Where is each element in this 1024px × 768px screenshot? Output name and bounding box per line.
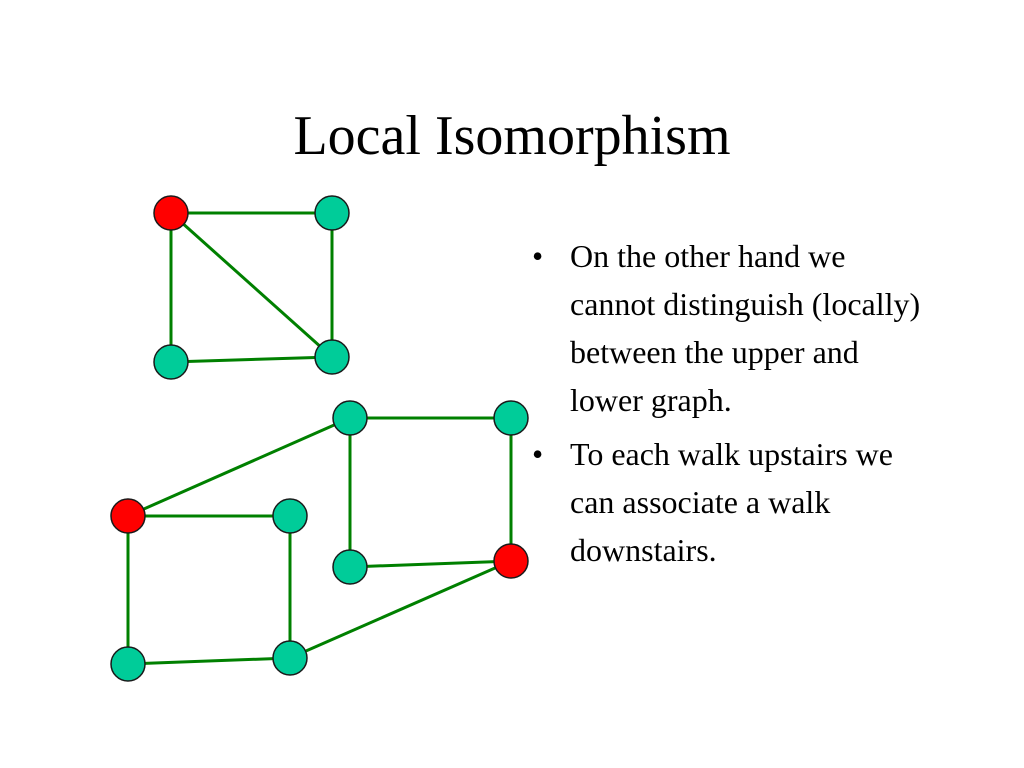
graph-node xyxy=(272,498,308,534)
graph-nodes xyxy=(110,195,529,682)
bullet-list: • On the other hand we cannot distinguis… xyxy=(528,232,928,580)
bullet-icon: • xyxy=(532,238,544,274)
slide-title: Local Isomorphism xyxy=(293,105,731,167)
graph-node xyxy=(110,646,146,682)
graph-edge xyxy=(127,416,351,518)
graph-node xyxy=(272,640,308,676)
graph-node xyxy=(153,344,189,380)
graph-edge xyxy=(127,656,291,666)
graph-edge xyxy=(170,355,333,364)
graph-node xyxy=(314,195,350,231)
graph-edge xyxy=(349,559,512,569)
bullet-item: • On the other hand we cannot distinguis… xyxy=(528,232,928,424)
graph-node-marked xyxy=(110,498,146,534)
bullet-icon: • xyxy=(532,436,544,472)
graph-edge xyxy=(170,211,333,359)
graph-node-marked xyxy=(153,195,189,231)
bullet-text: To each walk upstairs we can associate a… xyxy=(570,436,893,568)
graph-edge xyxy=(289,559,512,660)
graph-node xyxy=(332,549,368,585)
graph-node xyxy=(314,339,350,375)
graph-node-marked xyxy=(493,543,529,579)
bullet-text: On the other hand we cannot distinguish … xyxy=(570,238,921,418)
graph-node xyxy=(493,400,529,436)
graph-node xyxy=(332,400,368,436)
bullet-item: • To each walk upstairs we can associate… xyxy=(528,430,928,574)
graph-edges xyxy=(126,211,513,666)
